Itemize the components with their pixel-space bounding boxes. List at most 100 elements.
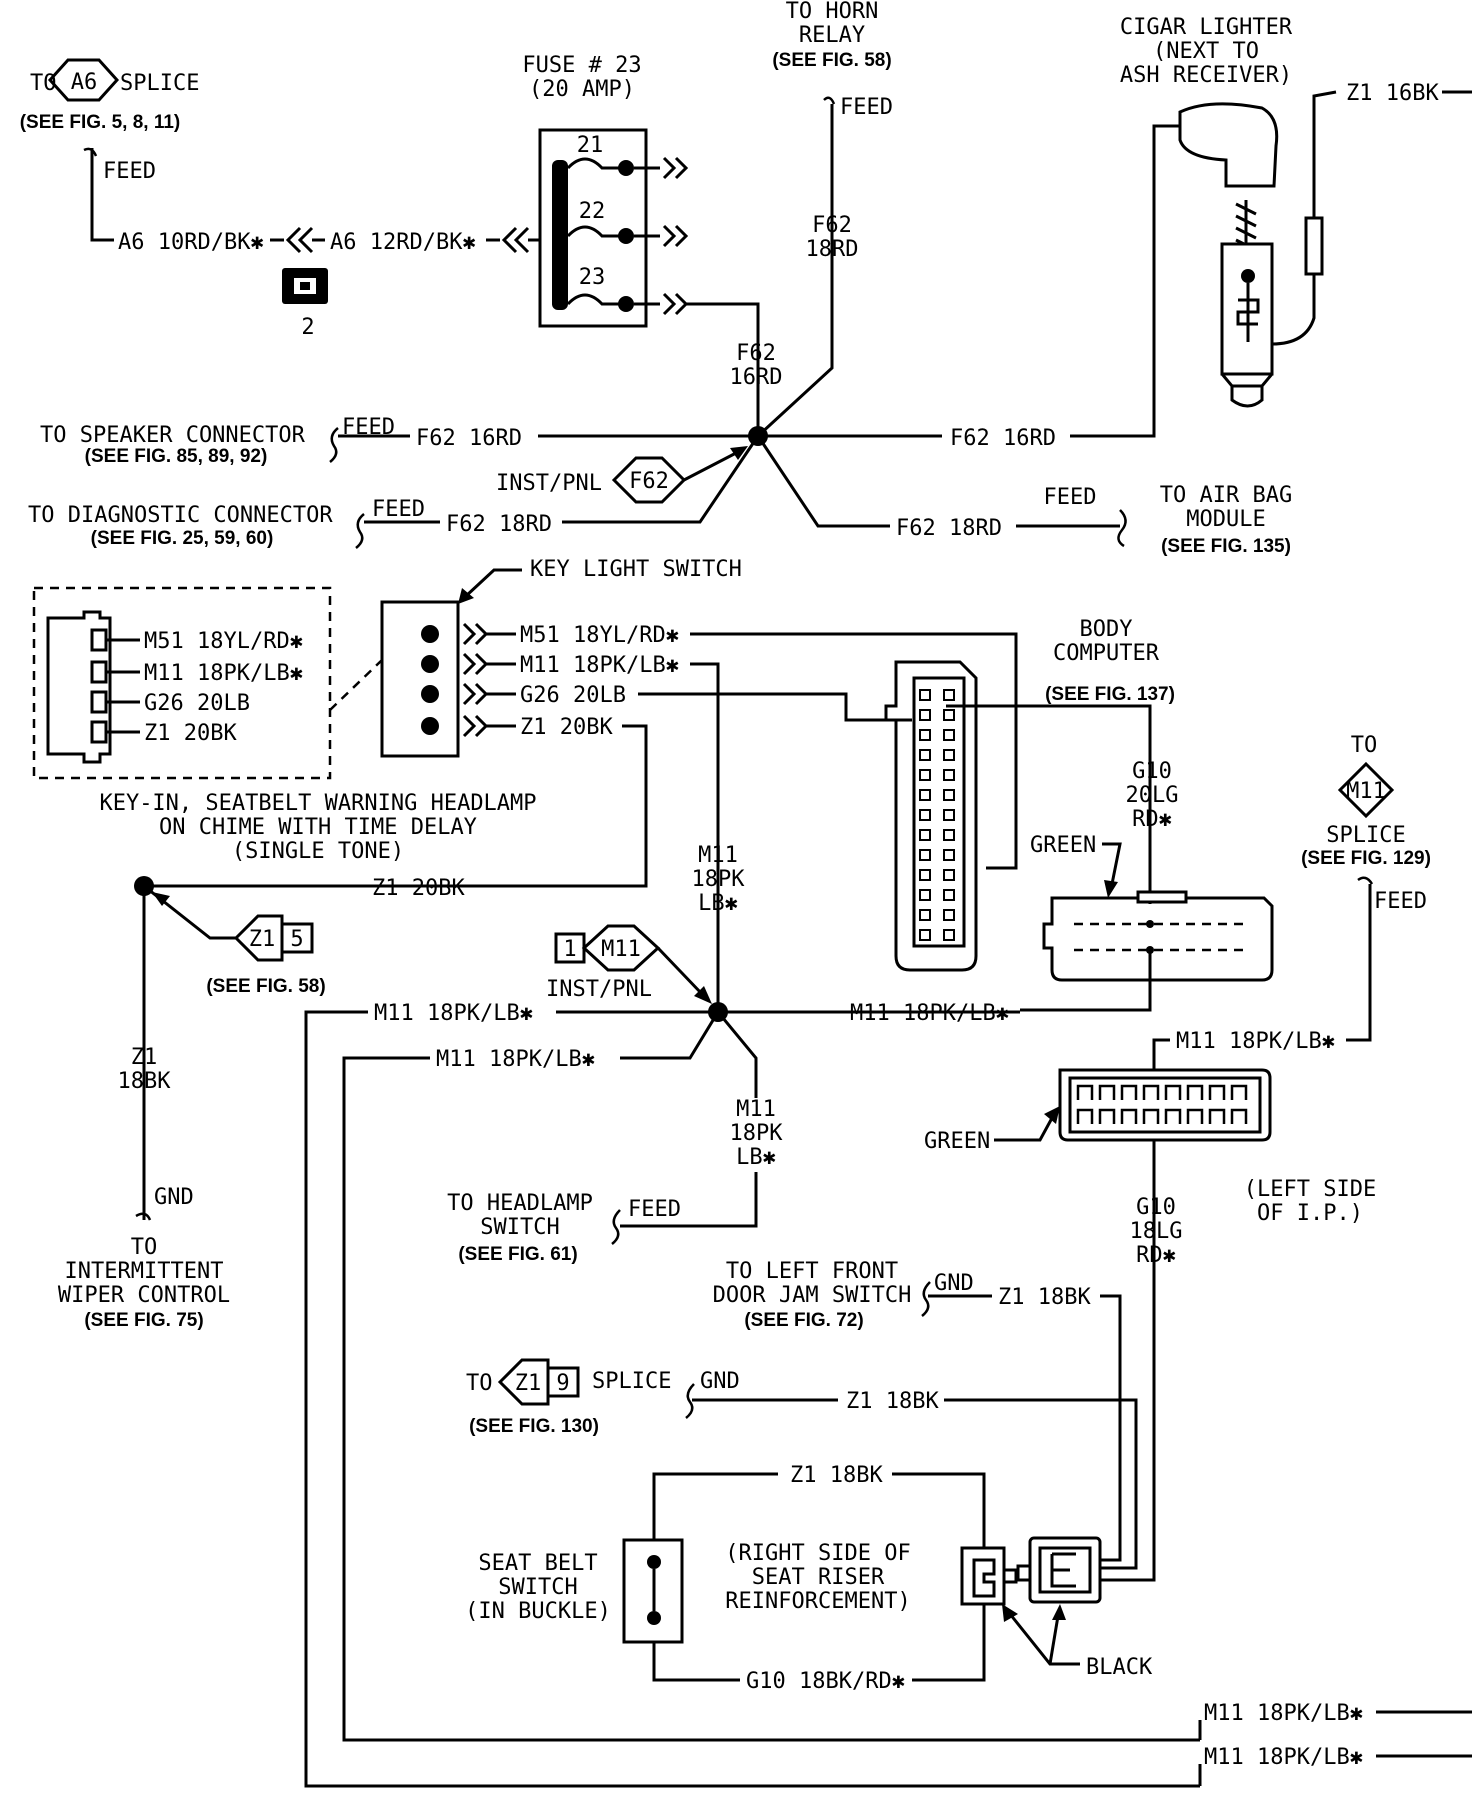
green-2-arrow-icon [1044,1106,1060,1124]
riser-label-2: SEAT RISER [752,1565,885,1590]
fuse-wire-label-2: 16RD [730,365,783,390]
chime-connector-detail-box [32,586,332,780]
green-connector-2-pin [1164,1108,1182,1124]
horn-seefig: (SEE FIG. 58) [772,50,891,71]
z19-seefig: (SEE FIG. 130) [469,1416,599,1437]
chime-detail-leader [329,659,383,711]
m11-top-conn-label: M11 18PK/LB✱ [1176,1029,1335,1054]
wiper-gnd-label: GND [154,1185,194,1210]
z1-5-seefig: (SEE FIG. 58) [206,976,325,997]
green-connector-2-pin [1120,1108,1138,1124]
z19-number: 9 [556,1371,569,1396]
a6-code: A6 [71,70,98,95]
headlamp-feed-break-icon [611,1209,621,1245]
headlamp-seefig: (SEE FIG. 61) [458,1244,577,1265]
body-computer-pin [919,789,931,801]
bodycomp-seefig: (SEE FIG. 137) [1045,684,1175,705]
g10-bodycomp-wire [946,704,1152,904]
headlamp-wire [620,1172,758,1228]
headlamp-label-2: SWITCH [480,1215,559,1240]
body-computer-pin [919,689,931,701]
m11-right-label: M11 18PK/LB✱ [850,1001,1009,1026]
green-connector-2-pin [1142,1084,1160,1100]
m11-left-wire-2 [620,1011,720,1060]
horn-wire-label-2: 18RD [806,237,859,262]
body-computer-pin [943,849,955,861]
body-computer-pin [919,729,931,741]
green-connector-2-icon [1058,1068,1272,1142]
m11-down-wire [716,1011,758,1098]
body-computer-pin [943,929,955,941]
fuse-inline-connector-icon [486,226,560,254]
body-computer-pin [943,689,955,701]
z1-20bk-label: Z1 20BK [372,876,465,901]
z1-18bk-label-2: 18BK [118,1069,172,1094]
body-computer-pin [919,809,931,821]
black-pointer-2 [1048,1615,1060,1665]
body-computer-pin [919,909,931,921]
body-computer-pin [919,869,931,881]
body-computer-pin [943,909,955,921]
fuse-block: FUSE # 23 (20 AMP) 21 22 23 [522,53,689,328]
chime-connector-pins [421,622,516,738]
fuse-22-connector-icon [634,224,689,248]
g26-wire [638,692,912,722]
m11-feed-label: FEED [1374,889,1427,914]
green-connector-2-pin [1076,1108,1094,1124]
fuse-21-icon [566,157,624,170]
z19-code: Z1 [515,1371,542,1396]
chime-detail-pins [106,638,140,734]
body-computer-pin [943,829,955,841]
green-connector-2-pin [1098,1084,1116,1100]
green-connector-2-pin [1208,1108,1226,1124]
m11-to-label: TO [1351,733,1378,758]
green-connector-1-icon [1042,890,1274,982]
door-wire [1100,1294,1122,1562]
diag-feed-break-icon [355,513,365,549]
cigar-lighter-icon [1178,102,1324,408]
z19-splice-label: SPLICE [592,1369,671,1394]
black-arrow-2-icon [1052,1604,1066,1620]
riser-label-1: (RIGHT SIDE OF [725,1541,910,1566]
speaker-feed-break-icon [329,427,339,463]
horn-label-1: TO HORN [786,0,879,24]
body-computer-pin [943,709,955,721]
z19-wire-label: Z1 18BK [846,1389,939,1414]
diag-seefig: (SEE FIG. 25, 59, 60) [91,528,274,549]
body-computer-pin [943,809,955,821]
m11-feed-break-icon [1357,876,1374,885]
black-label: BLACK [1086,1655,1153,1680]
a6-wire1-label: A6 10RD/BK✱ [118,230,264,255]
green-connector-2-pin [1230,1108,1248,1124]
airbag-feed-label: FEED [1044,485,1097,510]
green-connector-2-pin [1098,1108,1116,1124]
sb-top-wire-label: Z1 18BK [790,1463,883,1488]
inst-m11-code: M11 [601,937,641,962]
a6-splice-reference: TO A6 SPLICE (SEE FIG. 5, 8, 11) FEED [20,58,199,184]
cigar-z1-label: Z1 16BK [1346,81,1439,106]
diag-wire-label: F62 18RD [446,512,552,537]
wiper-label-3: WIPER CONTROL [58,1283,230,1308]
chime-pin-g26: G26 20LB [520,683,626,708]
g10-label-1: G10 [1132,759,1172,784]
m11-down-1: M11 [736,1097,776,1122]
sb-label-1: SEAT BELT [478,1551,597,1576]
green-connector-2-pin [1076,1084,1094,1100]
body-computer-pin [943,729,955,741]
z1-18bk-label-1: Z1 [131,1045,158,1070]
a6-wire [90,148,114,242]
green-connector-2-pin [1164,1084,1182,1100]
horn-wire-label-1: F62 [812,213,852,238]
cigar-label-2: (NEXT TO [1153,39,1259,64]
diag-wire [562,435,760,524]
a6-splice-label: SPLICE [120,71,199,96]
diag-label: TO DIAGNOSTIC CONNECTOR [28,503,333,528]
left-side-ip-2: OF I.P.) [1257,1201,1363,1226]
body-computer-pin [919,829,931,841]
z19-to-label: TO [466,1371,493,1396]
airbag-label-1: TO AIR BAG [1160,483,1292,508]
m11-bodycomp-wire [1020,950,1152,1012]
body-computer-pin [919,749,931,761]
chime-desc-1: KEY-IN, SEATBELT WARNING HEADLAMP [99,791,536,816]
